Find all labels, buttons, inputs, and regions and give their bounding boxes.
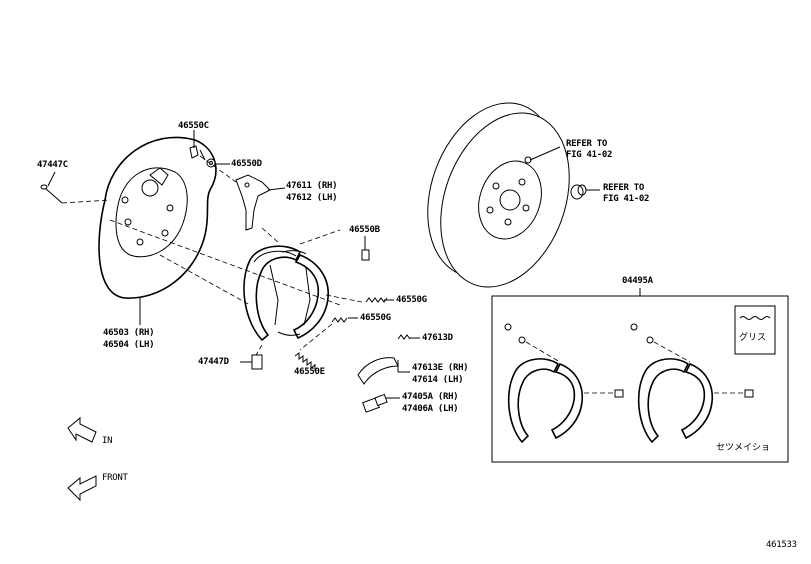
label-47405a-rh: 47405A (RH) [402, 392, 459, 402]
label-47447c: 47447C [37, 160, 68, 170]
instruction-sheet-label: セツメイショ [716, 443, 771, 453]
refer-note-2-line2: FIG 41-02 [603, 194, 650, 204]
pin-46550b-drawing [361, 243, 370, 261]
figure-number: 461533 [766, 540, 797, 550]
refer-note-1-line1: REFER TO [566, 139, 607, 149]
refer-note-2-line1: REFER TO [603, 183, 644, 193]
front-arrow-icon [67, 475, 97, 502]
clip-46550c-drawing [189, 145, 216, 168]
spring-46550e-drawing [294, 352, 316, 371]
brake-rotor-drawing [427, 102, 570, 288]
label-47614-lh: 47614 (LH) [412, 375, 464, 385]
label-47406a-lh: 47406A (LH) [402, 404, 459, 414]
springs-46550g-drawing [331, 297, 388, 323]
assembly-lines [61, 155, 363, 356]
label-47611-rh: 47611 (RH) [286, 181, 338, 191]
in-arrow-label: IN [102, 436, 113, 446]
lever-47611-drawing [235, 174, 271, 231]
kit-shoes-left [504, 323, 624, 444]
label-46550g-lower: 46550G [360, 313, 391, 323]
label-04495a: 04495A [622, 276, 653, 286]
backing-plate-drawing [98, 136, 217, 299]
kit-shoes-right [630, 323, 754, 444]
label-46550e: 46550E [294, 367, 325, 377]
leader-lines [47, 130, 420, 399]
hub-cap-drawing [570, 184, 600, 200]
label-47613e-rh: 47613E (RH) [412, 363, 469, 373]
bolt-47447c-drawing [40, 184, 63, 204]
part-47613d-drawing [397, 334, 411, 340]
front-arrow-label: FRONT [102, 473, 128, 483]
label-47447d: 47447D [198, 357, 229, 367]
grease-label: グリス [739, 333, 767, 343]
label-47612-lh: 47612 (LH) [286, 193, 338, 203]
brake-shoes-drawing [243, 245, 329, 342]
label-46550g-upper: 46550G [396, 295, 427, 305]
label-46550b: 46550B [349, 225, 380, 235]
label-47613d: 47613D [422, 333, 453, 343]
label-46503-rh: 46503 (RH) [103, 328, 155, 338]
kit-box-frame [491, 288, 789, 463]
in-arrow-icon [67, 416, 97, 443]
refer-note-1-line2: FIG 41-02 [566, 150, 613, 160]
label-46550c: 46550C [178, 121, 209, 131]
strut-47613e-drawing [357, 357, 399, 385]
adjuster-47405a-drawing [362, 393, 388, 413]
label-46504-lh: 46504 (LH) [103, 340, 155, 350]
clip-47447d-drawing [251, 354, 263, 370]
label-46550d: 46550D [231, 159, 262, 169]
